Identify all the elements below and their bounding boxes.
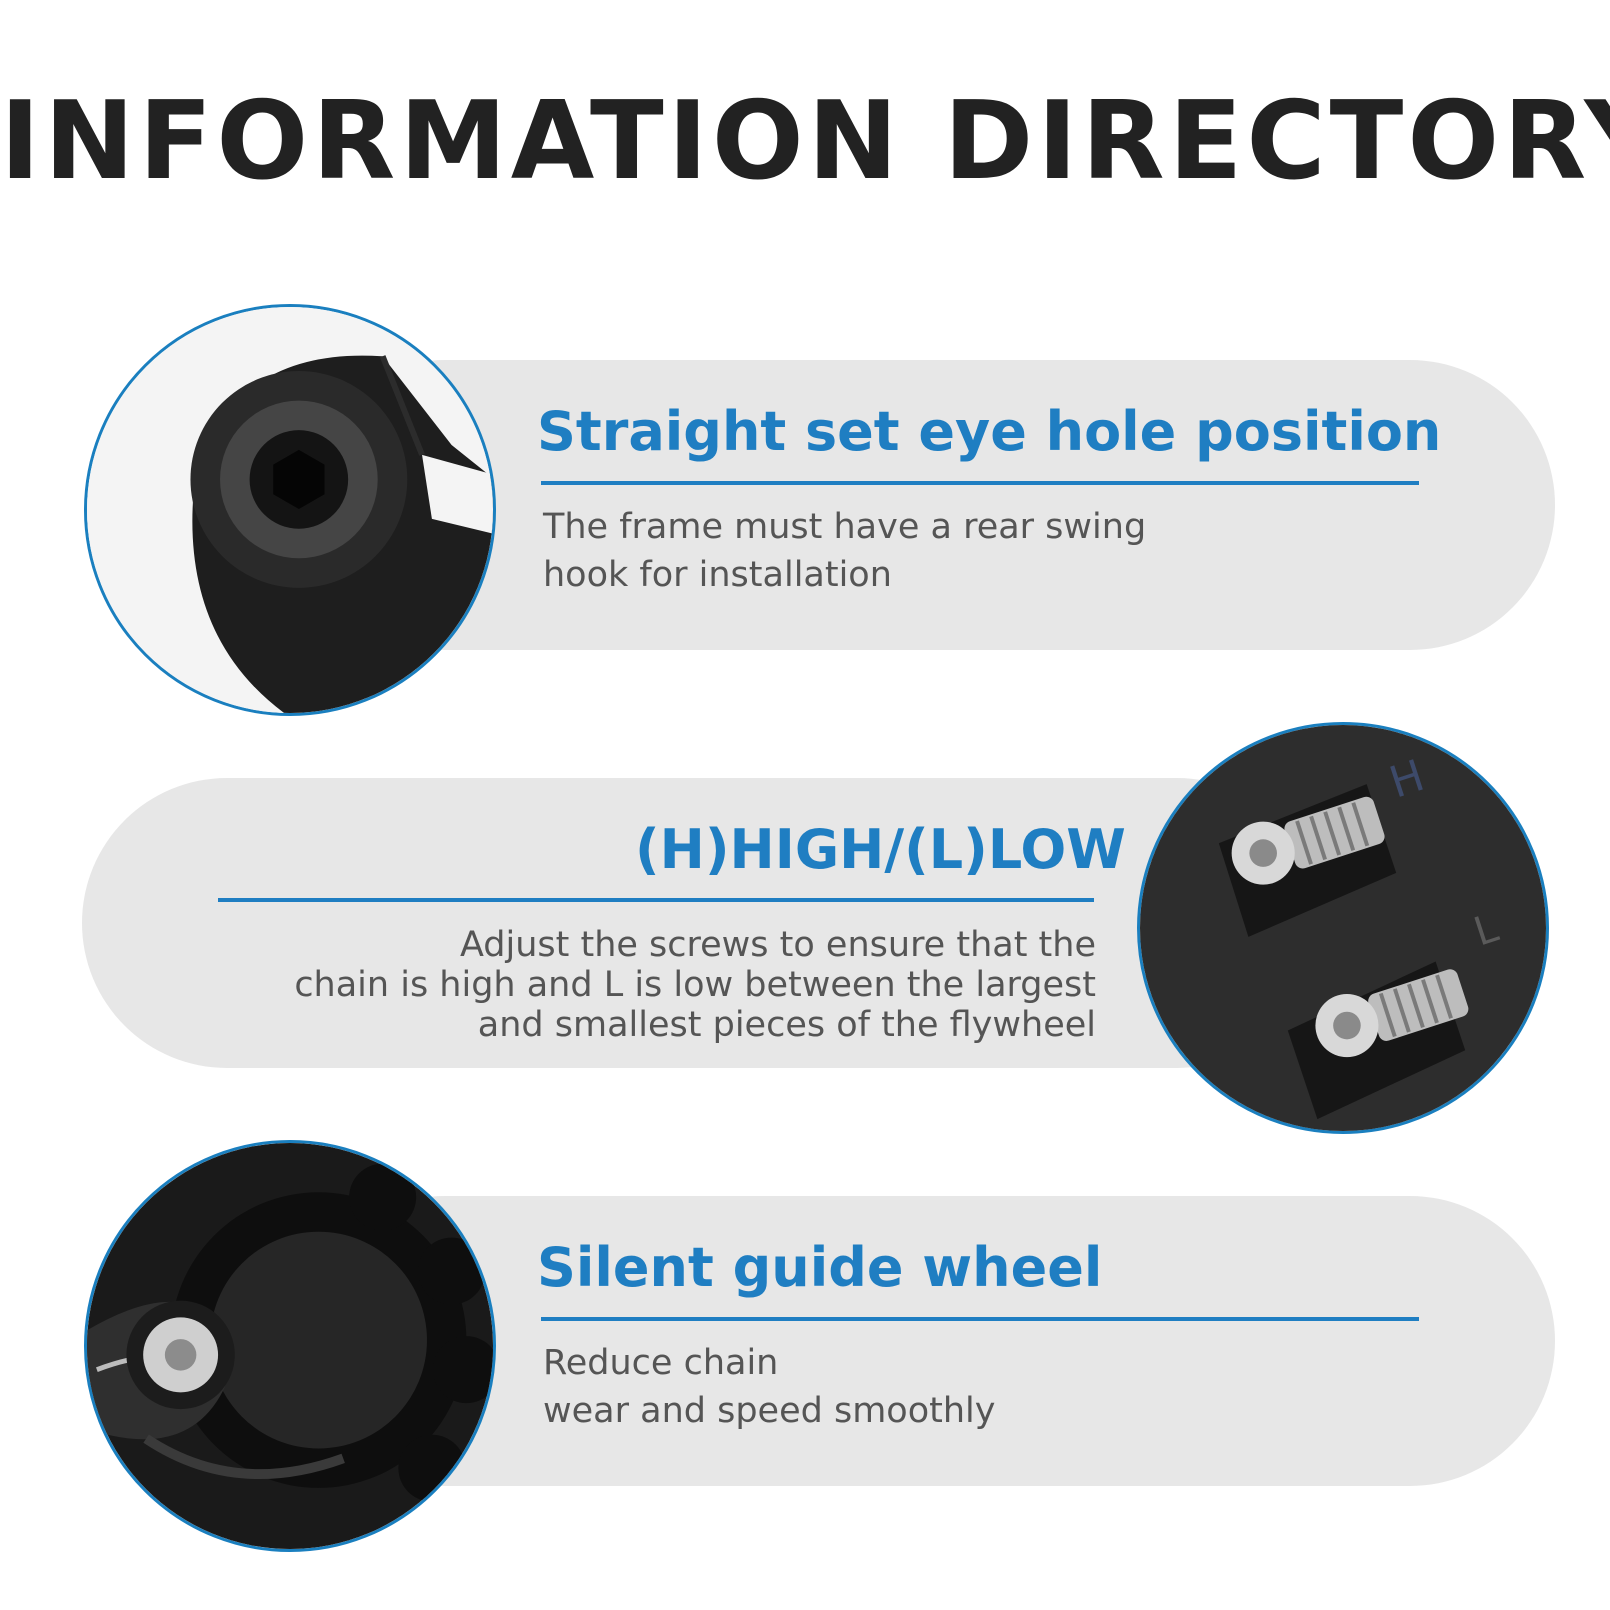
limit-screws-photo-icon: H L	[1137, 722, 1549, 1134]
description-line: hook for installation	[543, 555, 892, 595]
feature-heading: Straight set eye hole position	[537, 400, 1442, 463]
page-title: INFORMATION DIRECTORY	[0, 79, 1610, 204]
feature-card-eye-hole	[300, 360, 1555, 650]
description-line: Adjust the screws to ensure that the	[459, 925, 1096, 965]
feature-card-guide-wheel	[300, 1196, 1555, 1486]
feature-heading: Silent guide wheel	[537, 1236, 1103, 1299]
heading-underline	[541, 1317, 1419, 1321]
description-line: wear and speed smoothly	[543, 1391, 996, 1431]
heading-underline	[541, 481, 1419, 485]
feature-card-high-low	[82, 778, 1322, 1068]
heading-underline	[218, 898, 1094, 902]
description-line: chain is high and L is low between the l…	[294, 965, 1096, 1005]
description-line: and smallest pieces of the flywheel	[477, 1005, 1096, 1045]
feature-description: Reduce chain wear and speed smoothly	[543, 1339, 1263, 1435]
feature-heading: (H)HIGH/(L)LOW	[635, 818, 1126, 881]
guide-pulley-photo-icon	[84, 1140, 496, 1552]
description-line: Reduce chain	[543, 1343, 779, 1383]
hanger-bolt-photo-icon	[84, 304, 496, 716]
feature-description: The frame must have a rear swing hook fo…	[543, 503, 1263, 599]
description-line: The frame must have a rear swing	[543, 507, 1147, 547]
feature-description: Adjust the screws to ensure that the cha…	[220, 925, 1096, 1045]
